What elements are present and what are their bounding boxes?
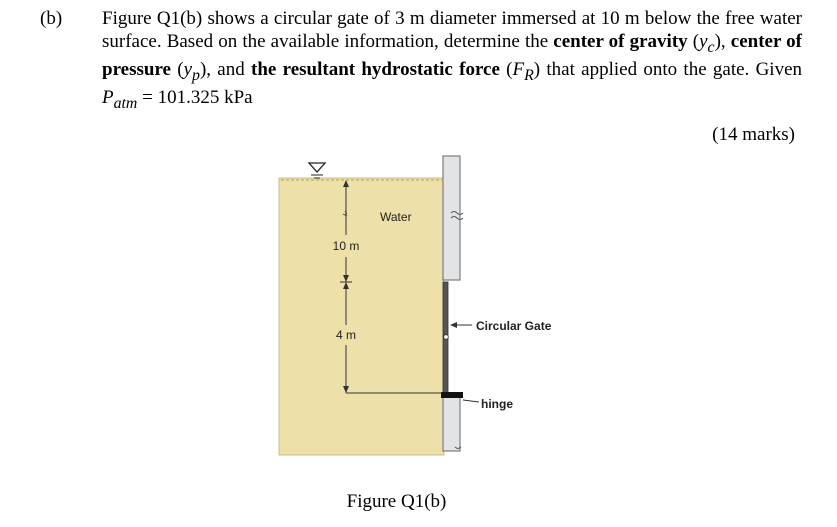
depth-arrow-top-icon bbox=[343, 180, 349, 187]
depth-label: 10 m bbox=[333, 239, 360, 253]
gate-centroid-marker bbox=[443, 334, 449, 340]
question-text: Figure Q1(b) shows a circular gate of 3 … bbox=[102, 8, 802, 116]
marks-label: (14 marks) bbox=[712, 124, 795, 145]
lower-break-mark bbox=[454, 446, 462, 449]
depth-tick-mark bbox=[342, 210, 348, 217]
gate-label-arrow-icon bbox=[450, 322, 457, 328]
wall-break-mark bbox=[450, 211, 464, 215]
question-part-label: (b) bbox=[40, 8, 63, 29]
yc-subscript: c bbox=[707, 38, 715, 56]
lower-wall bbox=[442, 395, 461, 452]
paren-close: ), bbox=[714, 30, 731, 52]
free-surface-triangle-icon bbox=[307, 162, 327, 179]
figure-caption: Figure Q1(b) bbox=[0, 491, 837, 513]
gate-dim-arrow-bottom-icon bbox=[343, 386, 349, 393]
fr-symbol: F bbox=[512, 58, 525, 80]
paren-open: ( bbox=[687, 30, 700, 52]
gate-dimension-line bbox=[345, 284, 442, 394]
hinge-icon bbox=[441, 392, 463, 398]
yp-symbol: y bbox=[183, 58, 193, 80]
fr-subscript: R bbox=[524, 66, 534, 84]
water-label: Water bbox=[380, 210, 412, 224]
patm-value: = 101.325 kPa bbox=[137, 87, 253, 109]
hinge-label: hinge bbox=[481, 397, 513, 411]
paren-open-2: ( bbox=[170, 58, 184, 80]
paren-open-3: ( bbox=[499, 58, 513, 80]
gate-dim-arrow-top-icon bbox=[343, 282, 349, 289]
center-of-pressure-term: center of pressure bbox=[102, 30, 802, 80]
circular-gate-label: Circular Gate bbox=[476, 319, 552, 333]
question-text-3: ) that applied onto the gate. Given bbox=[533, 58, 803, 80]
center-of-gravity-term: center of gravity bbox=[553, 30, 688, 52]
hinge-label-leader bbox=[462, 399, 480, 403]
yc-symbol: y bbox=[699, 30, 708, 52]
question-text-1: Figure Q1(b) shows a circular gate of 3 … bbox=[102, 8, 802, 52]
depth-arrow-bottom-icon bbox=[343, 275, 349, 282]
figure-caption-text: Figure Q1(b) bbox=[346, 491, 447, 512]
patm-subscript: atm bbox=[113, 95, 138, 113]
water-body bbox=[278, 177, 445, 456]
patm-symbol: P bbox=[102, 87, 114, 109]
gate-dimension-label: 4 m bbox=[336, 328, 356, 342]
wall-break-mark-2 bbox=[450, 216, 464, 220]
resultant-force-term: the resultant hydrostatic force bbox=[251, 58, 500, 80]
yp-subscript: p bbox=[192, 66, 200, 84]
question-text-2: ), and bbox=[199, 58, 251, 80]
